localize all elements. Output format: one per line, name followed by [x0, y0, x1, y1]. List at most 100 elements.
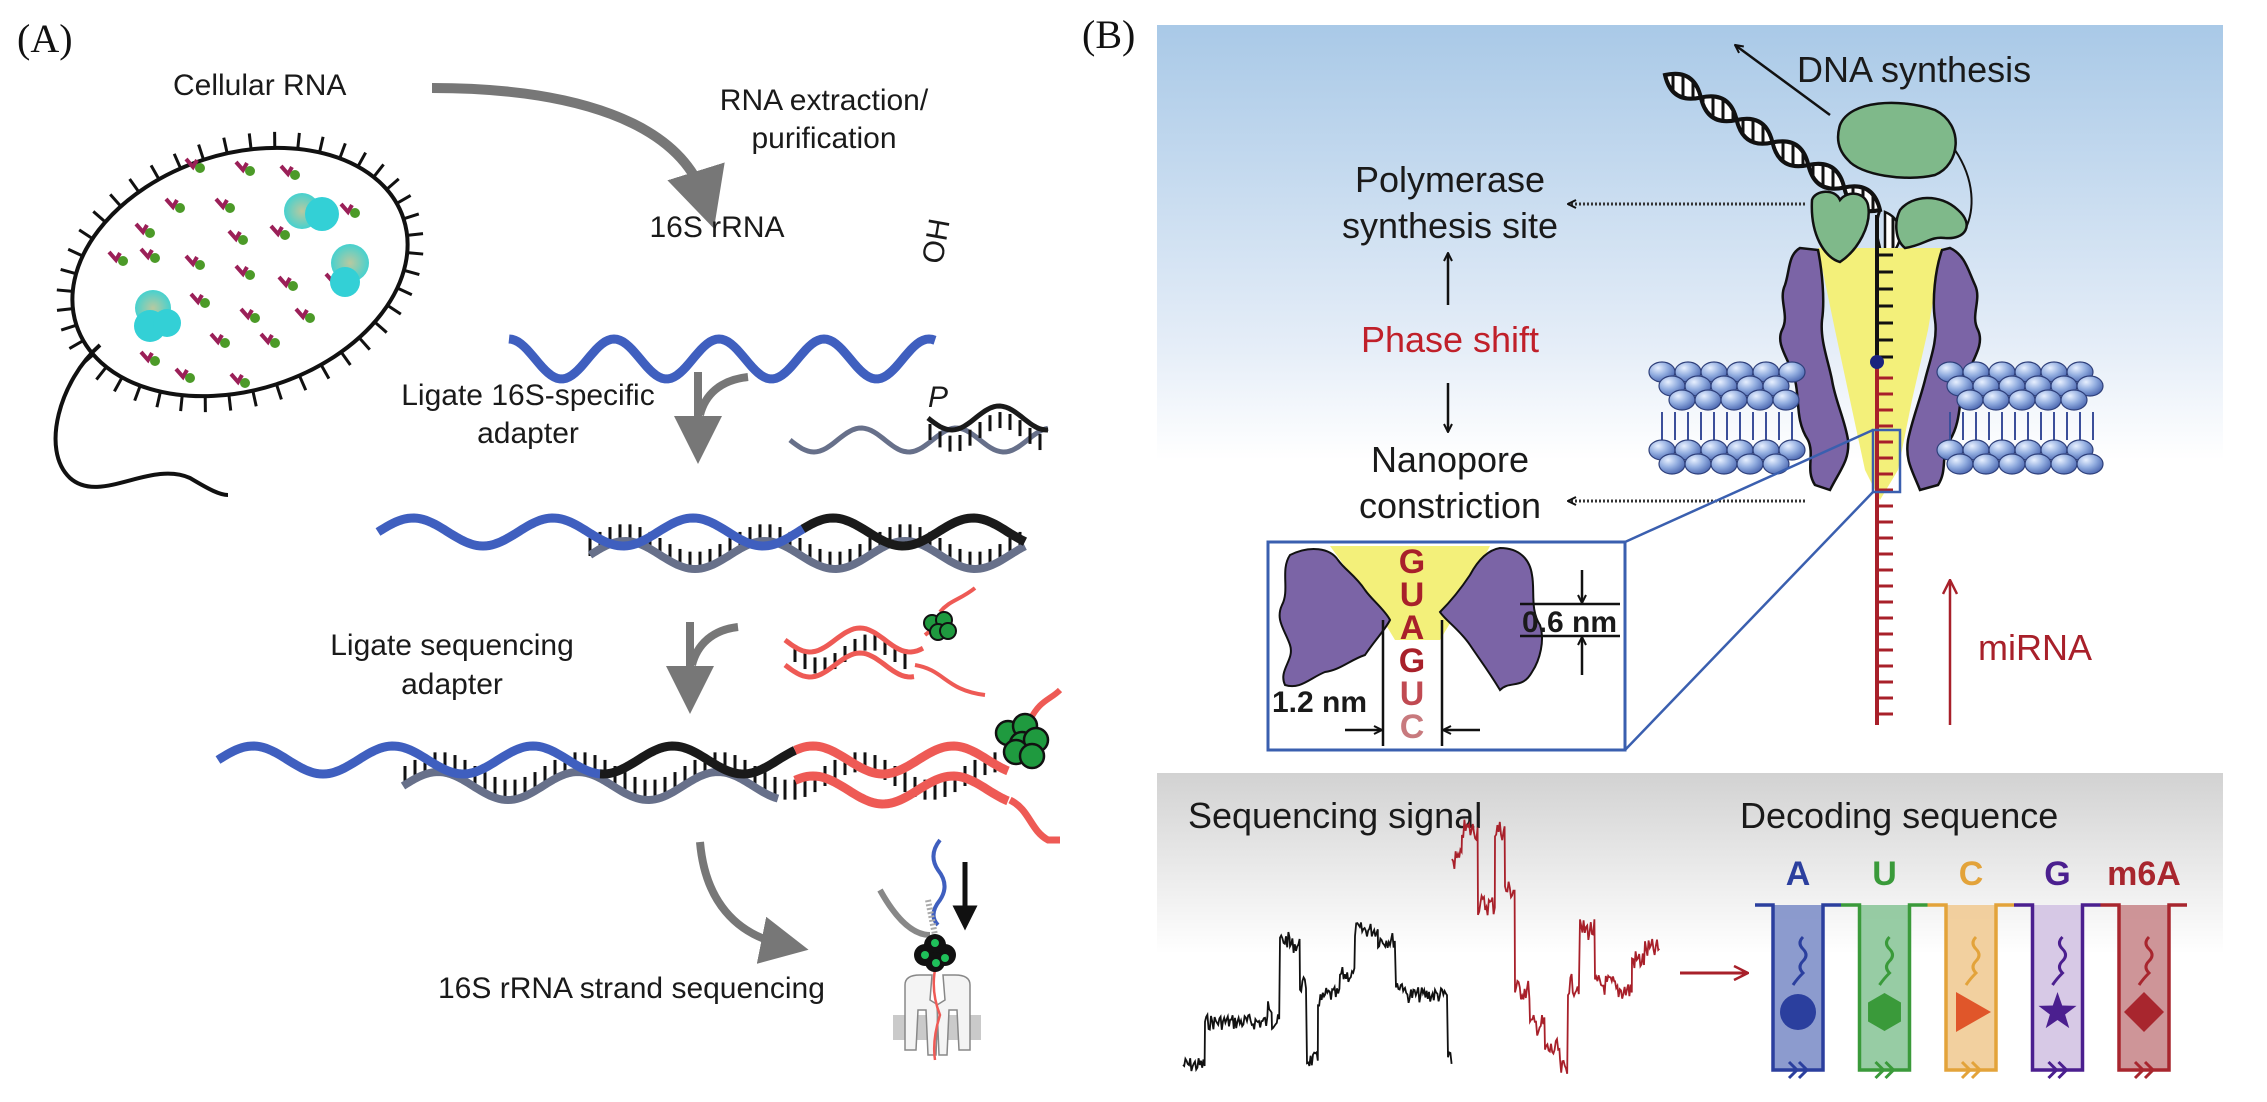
trna-body	[339, 202, 354, 216]
p-label: P	[928, 381, 948, 414]
adapter-black-strand	[599, 741, 798, 779]
trna-body	[234, 160, 249, 174]
cilium	[92, 210, 107, 224]
base-label: m6A	[2107, 855, 2181, 893]
decoding-well-m6a: m6A	[2101, 855, 2187, 1080]
cilium	[275, 383, 283, 400]
cilium	[133, 385, 142, 402]
motor-protein	[923, 611, 957, 641]
width-label: 1.2 nm	[1272, 686, 1367, 719]
inset-protein-left	[1278, 548, 1392, 688]
polymerase-label-line1: Polymerase	[1355, 159, 1545, 200]
trna-body	[174, 367, 189, 381]
cilium	[56, 288, 73, 293]
cilium	[357, 336, 371, 351]
cilium	[197, 144, 205, 161]
cilium	[60, 323, 77, 332]
trna-head	[305, 313, 315, 323]
lipid-head	[1736, 453, 1764, 475]
dna-double-helix	[1662, 71, 1902, 252]
cilium	[128, 178, 141, 193]
cilium	[179, 394, 184, 412]
strand-junction-dot	[1870, 355, 1884, 369]
cilium	[396, 286, 413, 297]
trna-body	[107, 250, 122, 264]
star-icon	[2038, 992, 2077, 1029]
cilium	[372, 163, 385, 178]
cilium	[155, 391, 162, 408]
lipid-head	[1772, 389, 1800, 411]
sequencing-signal-trace	[1182, 819, 1661, 1074]
polymerase-right	[1895, 196, 1968, 250]
ligated-16s-product	[375, 513, 1028, 574]
inset-base-u: U	[1400, 576, 1425, 614]
zoom-line-bottom	[1624, 491, 1874, 751]
nanopore-label-line1: Nanopore	[1371, 439, 1529, 480]
sequencing-signal-label: Sequencing signal	[1188, 795, 1482, 836]
anchor-icon	[2047, 1060, 2069, 1080]
lipid-head	[1746, 389, 1774, 411]
trna-body	[234, 264, 249, 278]
trna-head	[225, 203, 235, 213]
trna-head	[250, 313, 260, 323]
cell-cilia	[56, 131, 424, 413]
panel-b-letter: (B)	[1082, 12, 1135, 57]
inset-protein-right	[1438, 546, 1543, 692]
diamond-icon	[2124, 992, 2164, 1032]
lipid-head	[1778, 361, 1806, 383]
adapter-black-strand	[926, 403, 1049, 433]
motor-protein-small	[914, 934, 956, 972]
constriction-zoom-box	[1871, 428, 1902, 494]
adapter-complement-strand	[587, 536, 1027, 574]
trna-head	[195, 163, 205, 173]
triangle-icon	[1956, 992, 1991, 1032]
anchor-icon	[1874, 1060, 1896, 1080]
ligate-16s-merge-arrow	[696, 373, 749, 417]
motor-subunit	[939, 622, 957, 640]
ligate-seq-label-line2: adapter	[401, 668, 503, 701]
base-label: U	[1872, 855, 1897, 893]
pore-protein-left	[1779, 246, 1850, 492]
polymerase-left	[1810, 190, 1870, 264]
flagellum	[53, 343, 229, 497]
ribosome-2	[330, 244, 369, 297]
cilium	[251, 390, 258, 407]
trna-head	[280, 230, 290, 240]
trna-head	[245, 166, 255, 176]
lipid-head	[1946, 453, 1974, 475]
cilium	[356, 151, 367, 168]
dna-synthesis-label: DNA synthesis	[1797, 49, 2031, 90]
lipid-head	[1778, 439, 1806, 461]
cilium	[407, 251, 424, 256]
trna-body	[139, 247, 154, 261]
cilium	[149, 164, 161, 181]
lipid-head	[1972, 453, 2000, 475]
cilium	[67, 247, 84, 258]
trna-head	[288, 281, 298, 291]
height-label: 0.6 nm	[1522, 606, 1617, 639]
16s-rrna-strand	[375, 513, 807, 551]
template-strand	[1875, 215, 1893, 725]
motor-protein	[994, 712, 1050, 770]
trna-head	[118, 256, 128, 266]
adapter-complement-strand	[788, 425, 1049, 455]
mirna-label: miRNA	[1978, 627, 2092, 668]
lipid-head	[2034, 389, 2062, 411]
squiggle-icon	[1878, 935, 1894, 986]
cilium	[227, 394, 233, 411]
trna-body	[269, 224, 284, 238]
cilium	[56, 307, 74, 312]
signal-trace-mirna	[1451, 819, 1661, 1074]
trna-head	[238, 235, 248, 245]
lipid-head	[1658, 453, 1686, 475]
panel-a-letter: (A)	[17, 16, 73, 61]
anchor-icon	[1960, 1060, 1983, 1080]
cilium	[296, 132, 301, 150]
seq-adapter-bottom-strand	[783, 650, 915, 680]
trna-body	[209, 332, 224, 346]
cellular-rna-label: Cellular RNA	[173, 69, 346, 102]
ribosome-1	[284, 193, 339, 231]
